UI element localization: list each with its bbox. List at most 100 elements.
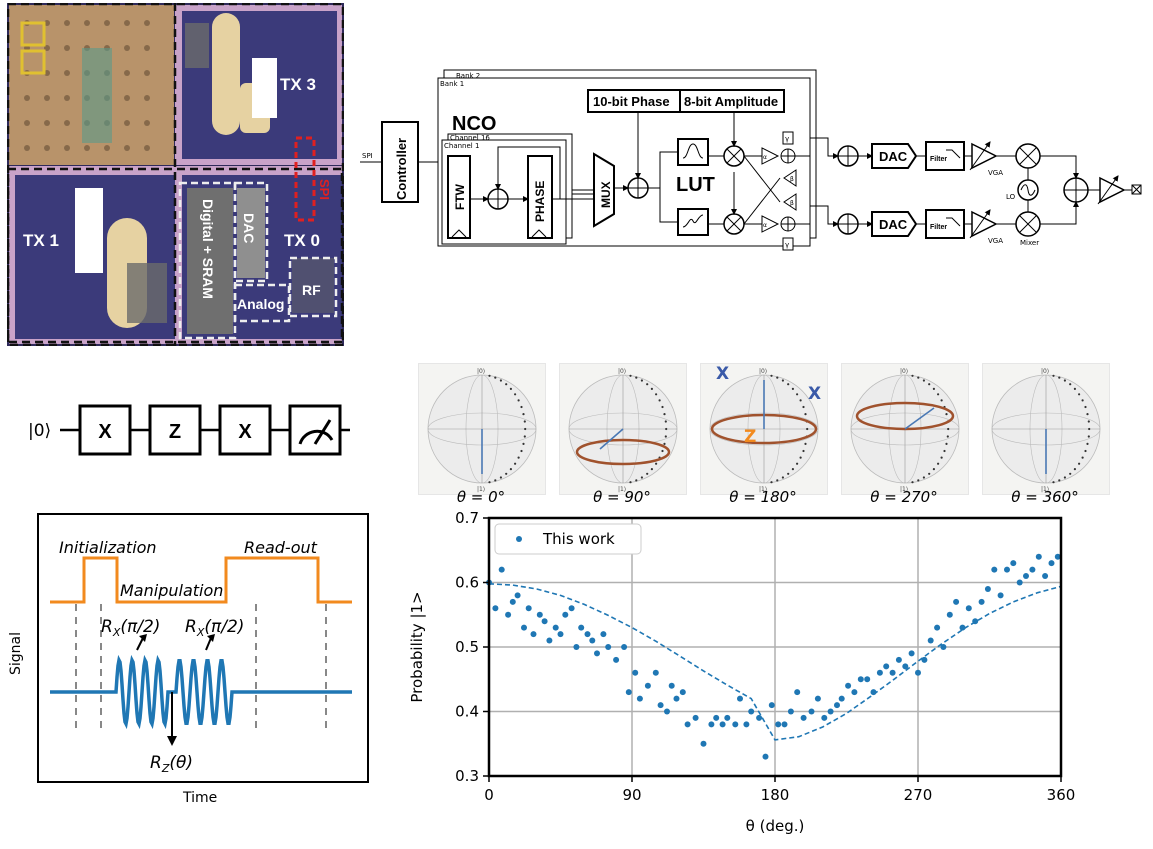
bloch-sphere-270: |0⟩|1⟩ — [841, 363, 969, 495]
data-point — [1048, 560, 1055, 567]
amp-bits-label: 8-bit Amplitude — [684, 94, 778, 109]
data-point — [857, 676, 864, 683]
bank1-label: Bank 1 — [440, 80, 464, 88]
data-point — [1054, 553, 1061, 560]
data-point — [959, 624, 966, 631]
bloch-label-360: θ = 360° — [1011, 488, 1079, 506]
bloch-sphere-0: |0⟩ |1⟩ — [418, 363, 546, 495]
data-point — [821, 714, 828, 721]
data-point — [748, 708, 755, 715]
chip-analog-label: Analog — [237, 296, 284, 312]
bloch-sphere-360: |0⟩ |1⟩ — [982, 363, 1110, 495]
data-point — [505, 611, 512, 618]
y-tick-label: 0.5 — [455, 638, 479, 656]
data-point — [1010, 560, 1017, 567]
data-point — [541, 618, 548, 625]
y-tick-label: 0.4 — [455, 703, 479, 721]
bank2-label: Bank 2 — [456, 72, 480, 80]
data-point — [621, 644, 628, 650]
data-point — [953, 598, 960, 605]
beta-top: β — [790, 176, 794, 183]
data-point — [940, 644, 947, 650]
data-point — [700, 740, 707, 747]
data-point — [1004, 566, 1010, 573]
controller-label: Controller — [394, 138, 409, 200]
data-point — [668, 682, 675, 689]
phase-reg-label: PHASE — [533, 181, 547, 222]
lo-label: LO — [1006, 193, 1016, 201]
data-point — [684, 721, 691, 728]
svg-text:|0⟩: |0⟩ — [1041, 368, 1049, 375]
chip-tx3-label: TX 3 — [280, 75, 316, 94]
data-point — [632, 669, 639, 676]
beta-bottom: β — [790, 200, 794, 207]
data-point — [657, 702, 664, 709]
alpha-top: α — [763, 154, 767, 161]
vga-top-label: VGA — [988, 169, 1003, 177]
bloch-annot-x2: X — [808, 384, 822, 404]
data-point — [794, 689, 801, 696]
y-axis-label: Probability |1> — [408, 591, 426, 702]
svg-text:|0⟩: |0⟩ — [477, 368, 485, 375]
data-point — [787, 708, 794, 715]
x-tick-label: 0 — [484, 786, 494, 804]
timing-manip-label: Manipulation — [120, 581, 223, 600]
data-point — [984, 586, 991, 592]
bloch-label-180: θ = 180° — [729, 488, 797, 506]
data-point — [525, 605, 532, 612]
bloch-label-90: θ = 90° — [593, 488, 651, 506]
x-tick-label: 270 — [904, 786, 933, 804]
data-point — [546, 637, 553, 644]
data-point — [509, 598, 516, 605]
svg-text:|0⟩: |0⟩ — [759, 368, 767, 375]
data-point — [902, 663, 909, 670]
data-point — [652, 669, 659, 676]
block-diagram: Bank 2 Bank 1 Channel 16 Channel 1 NCO S… — [360, 62, 1150, 272]
data-point — [584, 631, 591, 638]
svg-text:|1⟩: |1⟩ — [759, 486, 767, 493]
data-point — [756, 714, 763, 721]
svg-text:|1⟩: |1⟩ — [477, 486, 485, 493]
legend-label: This work — [542, 530, 615, 548]
data-point — [737, 695, 743, 702]
gate-x1: X — [98, 421, 112, 443]
data-point — [883, 663, 890, 670]
data-point — [578, 624, 585, 631]
data-point — [557, 631, 564, 638]
gamma-top: γ — [785, 135, 789, 143]
phase-bits-label: 10-bit Phase — [593, 94, 670, 109]
data-point — [664, 708, 670, 715]
filter-top-label: Filter — [930, 156, 947, 163]
data-point — [827, 708, 834, 715]
mux-label: MUX — [599, 181, 613, 208]
bloch-label-270: θ = 270° — [870, 488, 938, 506]
data-point — [1042, 573, 1049, 579]
data-point — [851, 689, 858, 696]
bloch-sphere-90: |0⟩|1⟩ — [559, 363, 687, 495]
timing-diagram: Signal Time Initialization Read-out Mani… — [0, 510, 380, 810]
lut-label: LUT — [676, 174, 715, 196]
data-point — [895, 656, 902, 663]
data-point — [1016, 579, 1023, 586]
control-trace — [50, 556, 352, 604]
data-point — [845, 682, 852, 689]
data-point — [927, 637, 934, 644]
data-point — [781, 721, 788, 728]
gate-z: Z — [169, 421, 181, 443]
timing-init-label: Initialization — [59, 538, 157, 557]
gamma-bottom: γ — [785, 241, 789, 249]
data-point — [768, 702, 775, 709]
bloch-annot-z: Z — [744, 427, 757, 447]
svg-text:|1⟩: |1⟩ — [900, 486, 908, 493]
rx2-label: RX(π/2) — [185, 617, 244, 639]
data-point — [775, 721, 782, 728]
data-point — [732, 721, 739, 728]
rx1-label: RX(π/2) — [101, 617, 160, 639]
data-point — [568, 605, 575, 612]
svg-text:|0⟩: |0⟩ — [618, 368, 626, 375]
data-point — [605, 644, 612, 650]
svg-text:|1⟩: |1⟩ — [1041, 486, 1049, 493]
timing-ylabel: Signal — [8, 632, 24, 675]
x-tick-label: 360 — [1047, 786, 1076, 804]
rz-label: RZ(θ) — [150, 753, 193, 775]
